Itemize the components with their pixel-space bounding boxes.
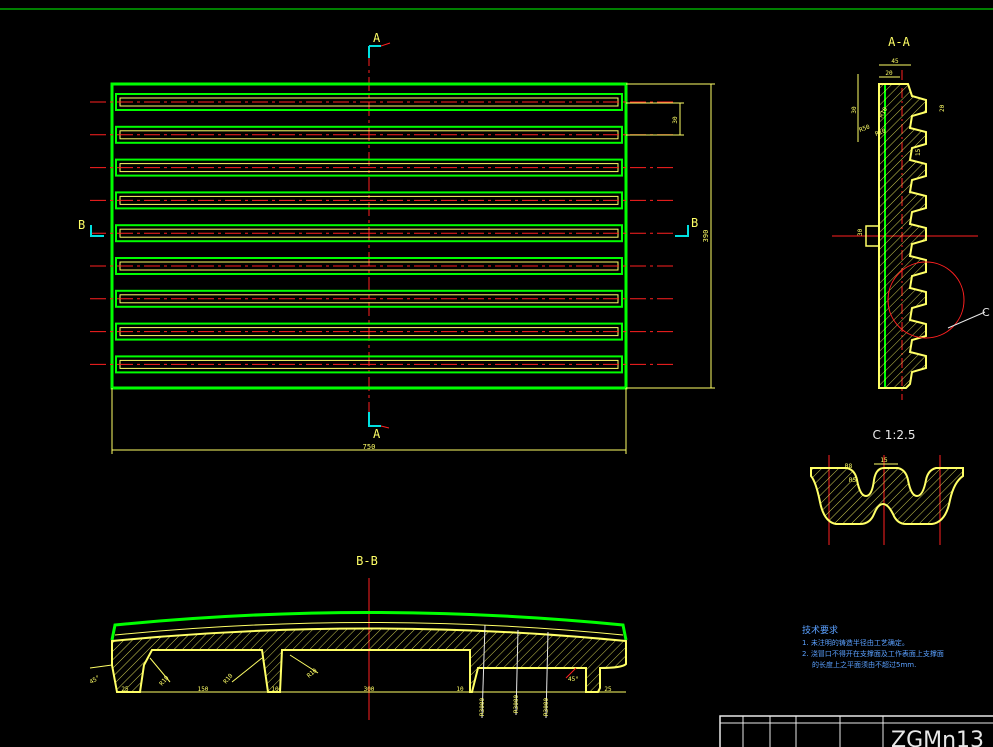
- aa-dim-top-inner: 20: [885, 70, 893, 77]
- rib: [115, 322, 623, 341]
- aa-dim-small: 15: [915, 148, 922, 156]
- bb-wear-surface: [110, 611, 628, 641]
- bb-leader-chamfer: [89, 664, 113, 669]
- detail-c-title: C 1:2.5: [873, 428, 916, 442]
- cut-marker-b-right: [675, 225, 689, 237]
- aa-dim-r-a: R10: [878, 106, 890, 119]
- section-aa-title: A-A: [888, 35, 910, 49]
- rib: [115, 355, 623, 374]
- detail-c-callout-circle: [887, 261, 965, 339]
- bb-dim-radius2: R3000: [513, 695, 520, 713]
- rib: [115, 289, 623, 308]
- technical-notes: 技术要求 1. 未注明的铸造半径由工艺确定。 2. 浇冒口不得开在支撑面及工作表…: [802, 624, 944, 669]
- bb-leader-r1: [149, 657, 171, 683]
- aa-dim-r-c: R50: [858, 123, 871, 133]
- rib: [115, 224, 623, 243]
- detail-c-view: C 1:2.5 15 R8 R5: [810, 428, 964, 545]
- ribs-group: [90, 93, 676, 374]
- section-aa-view: A-A C 45 20 30 R10 R10 R50 20 15 30: [832, 35, 990, 400]
- bb-dim-radius1: R3000: [479, 698, 486, 716]
- cut-marker-a-bottom: [368, 412, 381, 427]
- dim-width-label: 750: [363, 443, 376, 451]
- aa-dim-top: 45: [891, 58, 899, 65]
- detail-c-dim-top: 15: [880, 457, 888, 464]
- bb-dim-r3: R10: [306, 667, 319, 680]
- cut-marker-a-top: [368, 45, 381, 58]
- bb-angle-leader: [565, 667, 577, 679]
- detail-c-dim-r1: R8: [845, 463, 853, 470]
- aa-dim-mid: 30: [857, 228, 864, 236]
- bb-dim-radius3: R3000: [543, 698, 550, 716]
- detail-c-profile: [810, 467, 964, 525]
- rib: [115, 257, 623, 275]
- cut-marker-b-left: [90, 225, 104, 237]
- aa-profile-outline: [878, 83, 927, 389]
- dim-pitch-label: 30: [672, 116, 679, 124]
- cut-leader-a-top: [380, 42, 391, 47]
- rib: [115, 125, 623, 144]
- title-block-material: ZGMn13: [891, 728, 984, 747]
- bb-radius-leader-2: [515, 629, 519, 716]
- plate-outline: [110, 82, 628, 390]
- bb-dim-r2: R10: [222, 672, 235, 685]
- bb-dim-left-end: 25: [121, 686, 129, 693]
- bb-arc-centerline: [114, 622, 624, 636]
- rib: [115, 93, 623, 111]
- cut-leader-a-bottom: [380, 425, 390, 429]
- detail-c-callout-label: C: [982, 306, 990, 319]
- section-bb-title: B-B: [356, 554, 378, 568]
- detail-c-leader: [947, 311, 986, 329]
- aa-dim-r-b: R10: [874, 127, 887, 137]
- bb-radius-leader-3: [545, 631, 549, 719]
- aa-dim-side: 20: [939, 104, 946, 112]
- bb-dim-angle: 45°: [568, 676, 579, 683]
- rib: [115, 191, 623, 210]
- title-block-frame: [719, 715, 993, 747]
- notes-line-3: 的长度上之平面须由不超过5mm.: [812, 660, 916, 669]
- main-plan-view: 750 390 30 A A B B: [78, 31, 715, 454]
- bb-leader-r3: [289, 654, 319, 674]
- cut-label-b-left: B: [78, 218, 85, 232]
- notes-line-1: 1. 未注明的铸造半径由工艺确定。: [802, 638, 909, 647]
- bb-leader-r2: [231, 657, 263, 683]
- notes-line-2: 2. 浇冒口不得开在支撑面及工作表面上支撑面: [802, 649, 944, 658]
- title-block: ZGMn13: [719, 715, 993, 747]
- notes-heading: 技术要求: [802, 624, 838, 636]
- rib: [115, 158, 623, 177]
- cut-label-b-right: B: [691, 216, 698, 230]
- detail-c-dim-r2: R5: [849, 477, 857, 484]
- bb-dim-r1: R10: [158, 674, 171, 687]
- aa-dim-left: 30: [851, 106, 858, 114]
- section-bb-view: B-B 25 150 10 300 10 25 R10 R10 R10 45° …: [89, 554, 628, 720]
- bb-dim-mid-span: 300: [364, 686, 375, 693]
- bb-body-section: [111, 627, 627, 693]
- bb-dim-chamfer: 45°: [89, 674, 102, 685]
- bb-radius-leader-1: [481, 624, 486, 719]
- bb-dim-slot1: 150: [198, 686, 209, 693]
- aa-mid-rib: [865, 225, 880, 247]
- bb-dim-gap-right: 10: [456, 686, 464, 693]
- cut-label-a-top: A: [373, 31, 381, 45]
- cut-label-a-bottom: A: [373, 427, 381, 441]
- dim-height-label: 390: [702, 230, 710, 243]
- bb-dim-gap-left: 10: [271, 686, 279, 693]
- bb-dim-right-end: 25: [604, 686, 612, 693]
